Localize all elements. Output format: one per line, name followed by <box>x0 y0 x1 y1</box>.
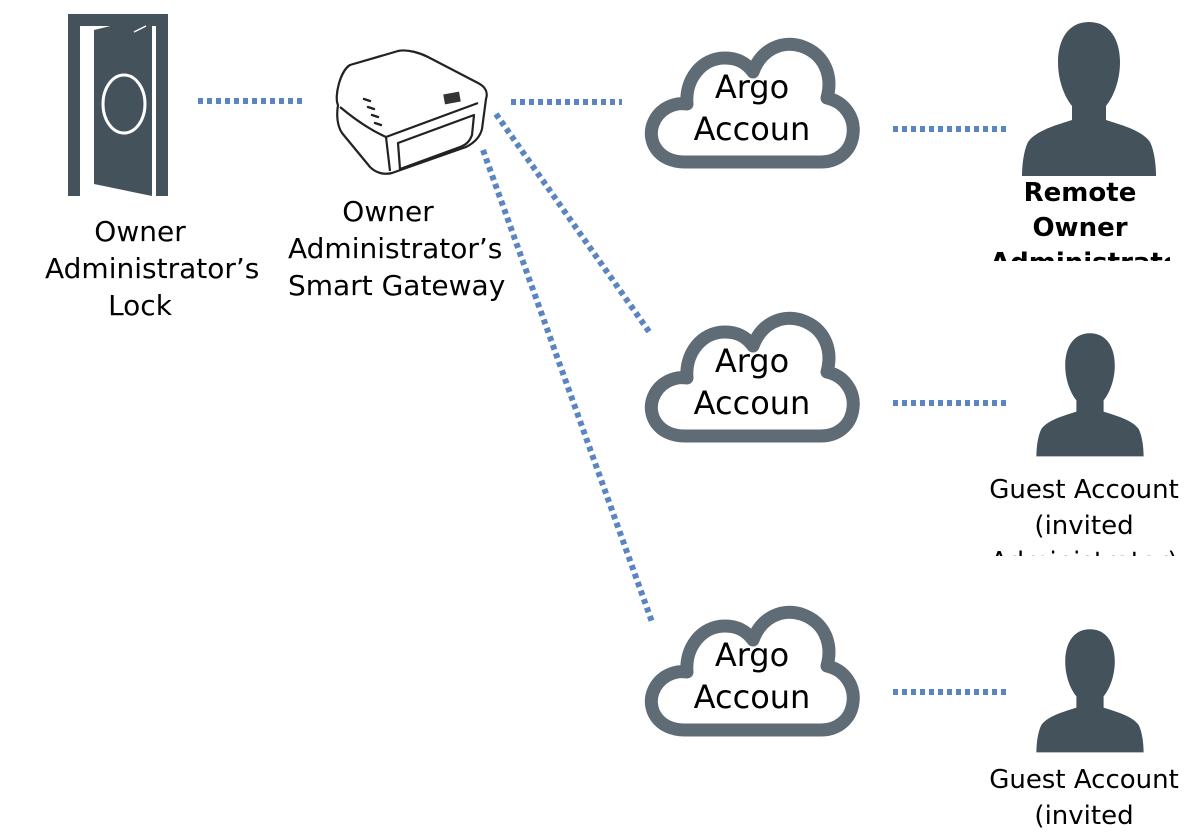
user-1-label-line-1: Remote <box>1023 178 1137 208</box>
user-3-label: Guest Account (invited <box>970 762 1198 837</box>
cloud-1-text-area: Argo Accoun <box>664 60 840 150</box>
cloud-icon <box>644 311 860 443</box>
person-icon <box>1036 333 1144 457</box>
cloud-3-line-2: Accoun <box>693 678 811 716</box>
cloud-2-line-1: Argo <box>714 342 790 380</box>
user-2-label-line-3: Administrator) <box>970 544 1198 556</box>
user-1-label: Remote Owner Administrator <box>990 176 1170 261</box>
user-2-label-line-2: (invited <box>1034 511 1134 541</box>
lock-label-line-3: Lock <box>108 289 172 322</box>
cloud-2-line-2: Accoun <box>693 384 811 422</box>
cloud-2-text-area: Argo Accoun <box>664 334 840 424</box>
gateway-label-line-2: Administrator’s <box>288 232 503 265</box>
person-icon <box>1036 629 1144 753</box>
person-icon <box>1022 22 1156 176</box>
cloud-icon <box>644 37 860 169</box>
user-3-label-line-2: (invited <box>1034 801 1134 831</box>
door-icon <box>68 14 168 196</box>
lock-label: Owner Administrator’s Lock <box>45 213 260 324</box>
user-1-label-line-3: Administrator <box>990 246 1170 261</box>
cloud-icon <box>644 605 860 737</box>
connector-gateway-cloud-3 <box>480 148 655 624</box>
cloud-1-line-2: Accoun <box>693 110 811 148</box>
user-2-label: Guest Account (invited Administrator) <box>970 472 1198 556</box>
user-3-label-line-1: Guest Account <box>989 765 1179 795</box>
cloud-3-text-area: Argo Accoun <box>664 628 840 718</box>
gateway-label-line-3: Smart Gateway <box>288 269 506 302</box>
gateway-label: Owner Administrator’s Smart Gateway <box>288 193 506 304</box>
lock-label-line-1: Owner <box>94 215 186 248</box>
cloud-1-line-1: Argo <box>714 68 790 106</box>
gateway-label-line-1: Owner <box>342 195 434 228</box>
lock-label-line-2: Administrator’s <box>45 252 260 285</box>
user-2-label-line-1: Guest Account <box>989 475 1179 505</box>
connector-gateway-cloud-2 <box>493 112 653 335</box>
user-1-label-line-2: Owner <box>1032 213 1128 243</box>
gateway-device-icon <box>335 49 488 175</box>
cloud-3-line-1: Argo <box>714 636 790 674</box>
